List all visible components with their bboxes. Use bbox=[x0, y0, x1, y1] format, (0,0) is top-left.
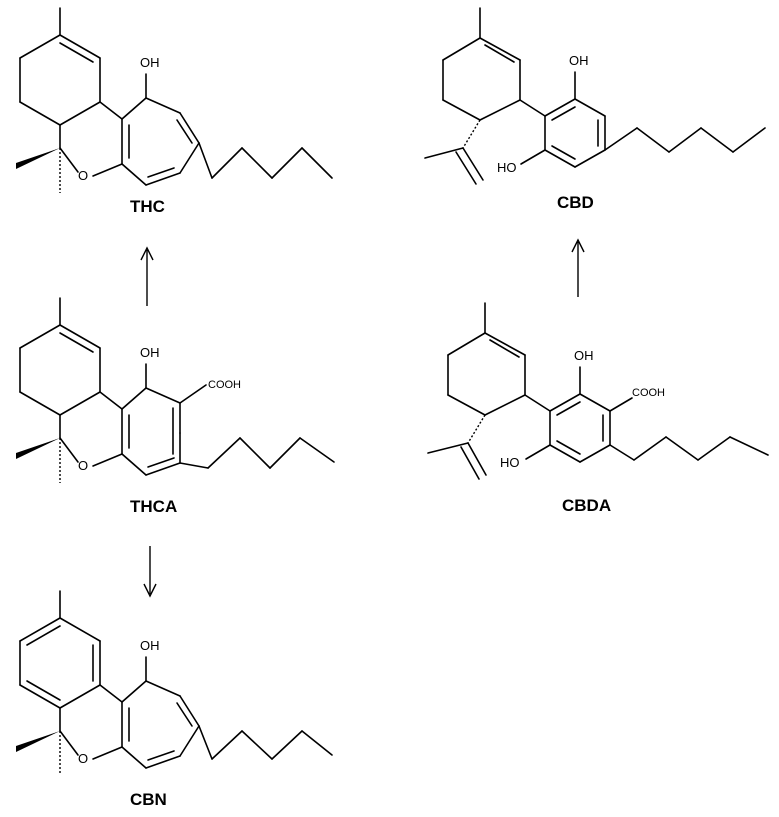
cbda-structure: OH COOH HO CBDA bbox=[427, 302, 769, 515]
arrow-cbda-to-cbd bbox=[571, 238, 585, 297]
thca-hydroxyl-label: OH bbox=[140, 345, 160, 360]
cbda-top-hydroxyl-label: OH bbox=[574, 348, 594, 363]
cbn-structure: OH O CBN bbox=[16, 590, 333, 809]
thc-hydroxyl-label: OH bbox=[140, 55, 160, 70]
cbd-top-hydroxyl-label: OH bbox=[569, 53, 589, 68]
arrow-thca-to-thc bbox=[140, 246, 154, 306]
cbd-compound-name: CBD bbox=[557, 193, 594, 212]
cbda-carboxyl-label: COOH bbox=[632, 387, 665, 399]
cbn-compound-name: CBN bbox=[130, 790, 167, 809]
thc-compound-name: THC bbox=[130, 197, 165, 216]
cbda-compound-name: CBDA bbox=[562, 496, 611, 515]
cbd-structure: OH HO CBD bbox=[424, 7, 766, 212]
thca-compound-name: THCA bbox=[130, 497, 177, 516]
thc-structure: OH O THC bbox=[16, 7, 333, 216]
thca-carboxyl-label: COOH bbox=[208, 379, 241, 391]
cbn-hydroxyl-label: OH bbox=[140, 638, 160, 653]
thca-structure: OH COOH O THCA bbox=[16, 297, 335, 516]
cbda-bottom-hydroxyl-label: HO bbox=[500, 455, 520, 470]
arrow-thca-to-cbn bbox=[143, 546, 157, 598]
cbd-bottom-hydroxyl-label: HO bbox=[497, 160, 517, 175]
cbn-ring-oxygen-label: O bbox=[78, 751, 88, 766]
thca-ring-oxygen-label: O bbox=[78, 458, 88, 473]
thc-ring-oxygen-label: O bbox=[78, 168, 88, 183]
